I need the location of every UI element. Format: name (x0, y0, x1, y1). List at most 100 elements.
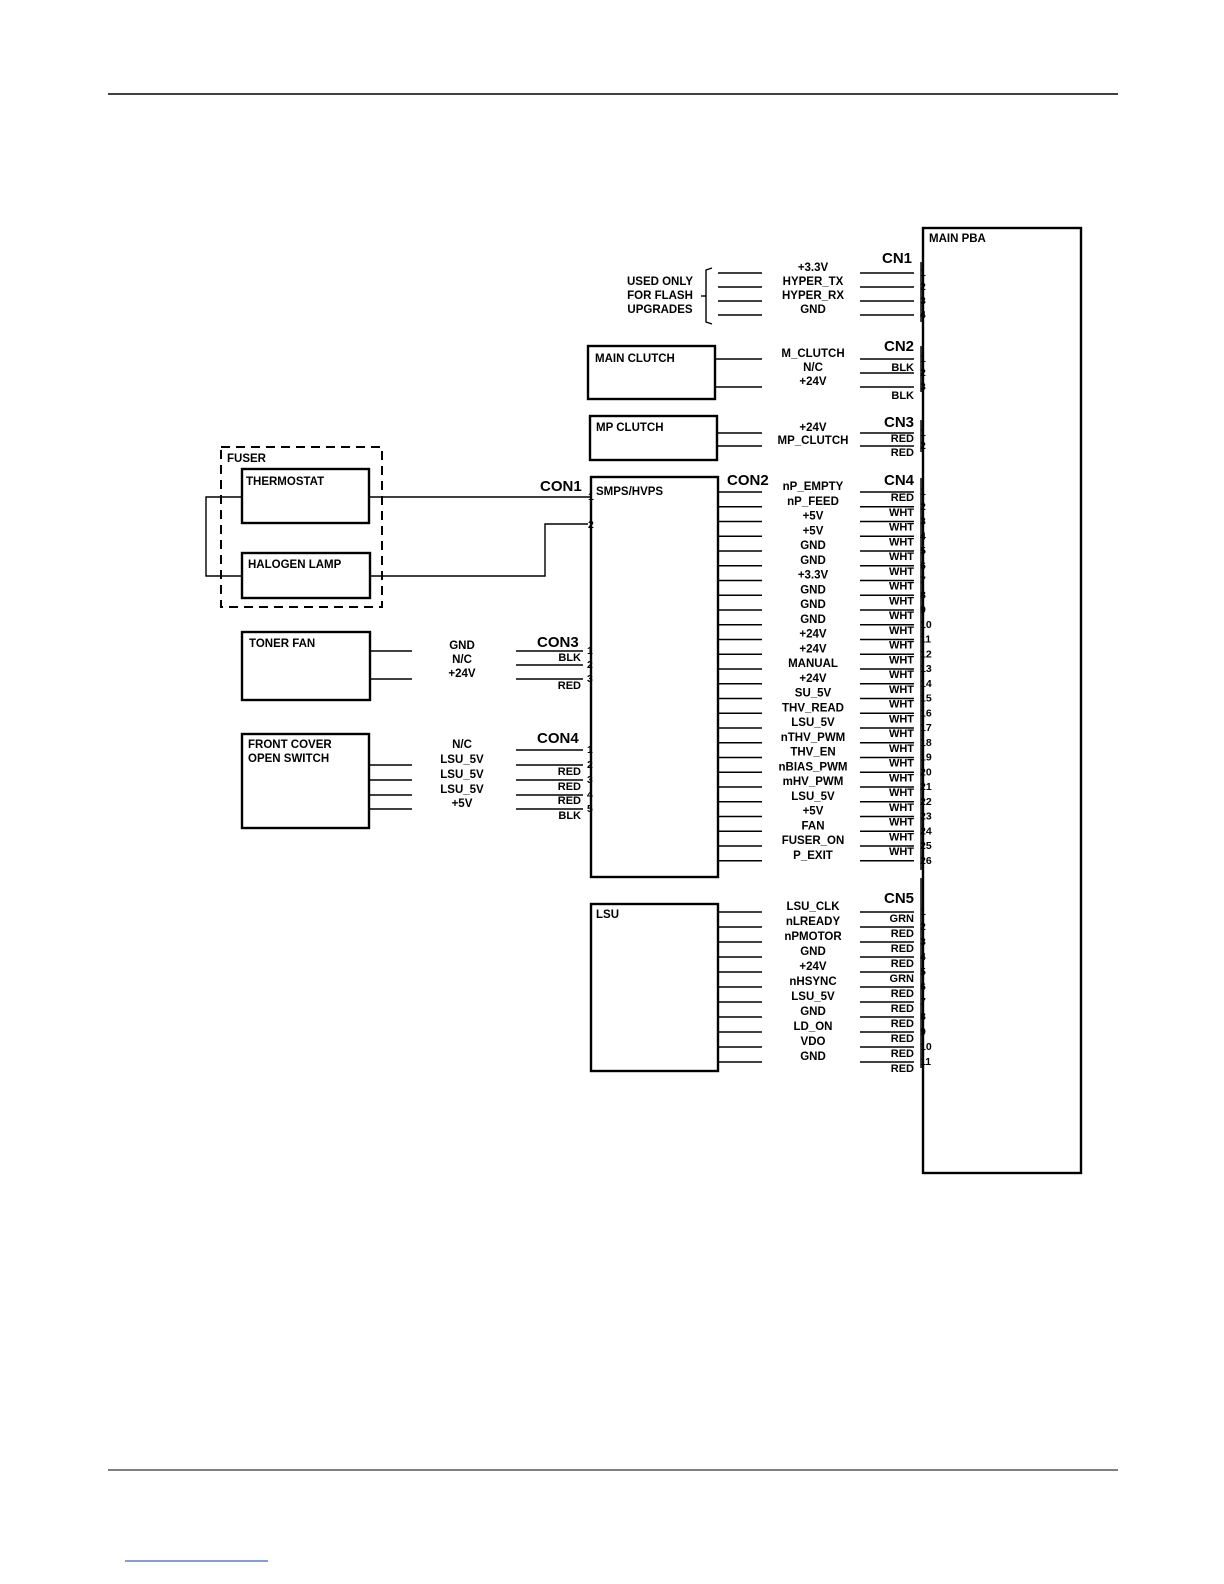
cn5-signal: LD_ON (794, 1021, 833, 1033)
con4-pin: 5 (587, 803, 593, 815)
con4-signal: LSU_5V (440, 784, 484, 796)
cn2-signal: N/C (803, 362, 823, 374)
cn4-signal: MANUAL (788, 658, 838, 670)
cn5-pin: 3 (920, 936, 926, 948)
cn5-pin: 1 (920, 906, 926, 918)
cn2-pin: 2 (920, 367, 926, 379)
thermostat-block (240, 467, 371, 525)
cn3-signal: +24V (799, 422, 827, 434)
cn4-wire-color: WHT (889, 728, 914, 740)
cn5-signal: +24V (799, 961, 827, 973)
cn5-label: CN5 (884, 890, 914, 907)
cn1-signal: +3.3V (798, 262, 829, 274)
con3-label: CON3 (537, 634, 579, 651)
cn4-wire-color: WHT (889, 772, 914, 784)
cn5-wire-color: RED (891, 988, 914, 1000)
cn4-pin: 9 (920, 604, 926, 616)
con4-wire-color: BLK (558, 810, 581, 822)
cn5-pin: 4 (920, 951, 926, 963)
cn5-wire-color: RED (891, 1033, 914, 1045)
flash-bracket (705, 267, 713, 325)
cn4-pin: 2 (920, 501, 926, 513)
con4-wire-color: RED (558, 795, 581, 807)
cn4-pin: 13 (920, 663, 932, 675)
cn4-wire-color: WHT (889, 787, 914, 799)
cn5-wire-color: GRN (890, 913, 915, 925)
con2-label: CON2 (727, 472, 769, 489)
cn2-pin: 1 (920, 353, 926, 365)
main-clutch-block (586, 344, 717, 401)
thermostat-label: THERMOSTAT (246, 476, 324, 488)
con1-pin2-wire (370, 523, 588, 577)
con4-signal: N/C (452, 739, 472, 751)
cn4-signal: GND (800, 540, 826, 552)
fuser-dashed-boundary (220, 446, 383, 608)
cn5-signal: nHSYNC (789, 976, 836, 988)
cn4-pin: 3 (920, 516, 926, 528)
cn5-signal: GND (800, 946, 826, 958)
cn4-pin: 17 (920, 722, 932, 734)
cn4-label: CN4 (884, 472, 915, 489)
cn4-wire-color: WHT (889, 640, 914, 652)
con1-pin-1: 1 (588, 491, 594, 503)
cn4-pin: 7 (920, 575, 926, 587)
lsu-label: LSU (596, 909, 619, 921)
cn4-wire-color: WHT (889, 817, 914, 829)
con1-label: CON1 (540, 478, 582, 495)
cn5-signal: LSU_5V (791, 991, 835, 1003)
cn5-pin: 9 (920, 1026, 926, 1038)
cn4-pin: 11 (920, 634, 931, 646)
cn3-wire-color: RED (891, 433, 914, 445)
cn4-pin: 18 (920, 737, 932, 749)
cn3-signal: MP_CLUTCH (778, 435, 849, 447)
cn4-pin: 5 (920, 545, 926, 557)
cn2-wire-color: BLK (891, 362, 914, 374)
smps-hvps-label: SMPS/HVPS (596, 486, 663, 498)
cn1-signal: HYPER_RX (782, 290, 844, 302)
cn4-pin: 12 (920, 648, 932, 660)
con4-pin: 2 (587, 759, 593, 771)
cn4-wire-color: WHT (889, 595, 914, 607)
cn4-signal: nP_FEED (787, 496, 839, 508)
cn4-wire-color: WHT (889, 669, 914, 681)
cn2-signal: +24V (799, 376, 827, 388)
cn4-pin: 24 (920, 825, 932, 837)
cn4-signal: THV_READ (782, 702, 844, 714)
cn5-wire-color: GRN (890, 973, 915, 985)
cn5-wire-color: RED (891, 1063, 914, 1075)
cn3-pin: 1 (920, 427, 926, 439)
cn4-pin: 22 (920, 796, 932, 808)
cn4-wire-color: WHT (889, 625, 914, 637)
cn4-pin: 8 (920, 589, 926, 601)
cn4-signal: +3.3V (798, 570, 829, 582)
con3-pin: 1 (587, 645, 593, 657)
main-clutch-label: MAIN CLUTCH (595, 353, 675, 365)
cn4-signal: FUSER_ON (782, 835, 845, 847)
cn4-pin: 6 (920, 560, 926, 572)
cn4-signal: +24V (799, 629, 827, 641)
cn4-pin: 10 (920, 619, 932, 631)
cn4-signal: THV_EN (790, 747, 835, 759)
halogen-lamp-label: HALOGEN LAMP (248, 559, 342, 571)
cn2-label: CN2 (884, 338, 914, 355)
cn4-wire-color: WHT (889, 654, 914, 666)
cn1-label: CN1 (882, 250, 912, 267)
front-cover-switch-block (240, 732, 371, 830)
cn1-pin: 3 (920, 295, 926, 307)
cn4-wire-color: WHT (889, 507, 914, 519)
cn3-wire-color: RED (891, 447, 914, 459)
flash-note-line-1: USED ONLY (627, 276, 693, 288)
cn4-signal: GND (800, 555, 826, 567)
cn4-signal: nBIAS_PWM (779, 761, 848, 773)
flash-note-line-2: FOR FLASH (627, 290, 693, 302)
flash-note-line-3: UPGRADES (627, 304, 693, 316)
smps-hvps-block (589, 475, 720, 879)
cn4-wire-color: WHT (889, 522, 914, 534)
front-cover-label-1: FRONT COVER (248, 739, 332, 751)
cn4-wire-color: WHT (889, 831, 914, 843)
cn4-signal: SU_5V (795, 688, 832, 700)
cn4-pin: 1 (920, 486, 926, 498)
cn4-pin: 19 (920, 752, 932, 764)
